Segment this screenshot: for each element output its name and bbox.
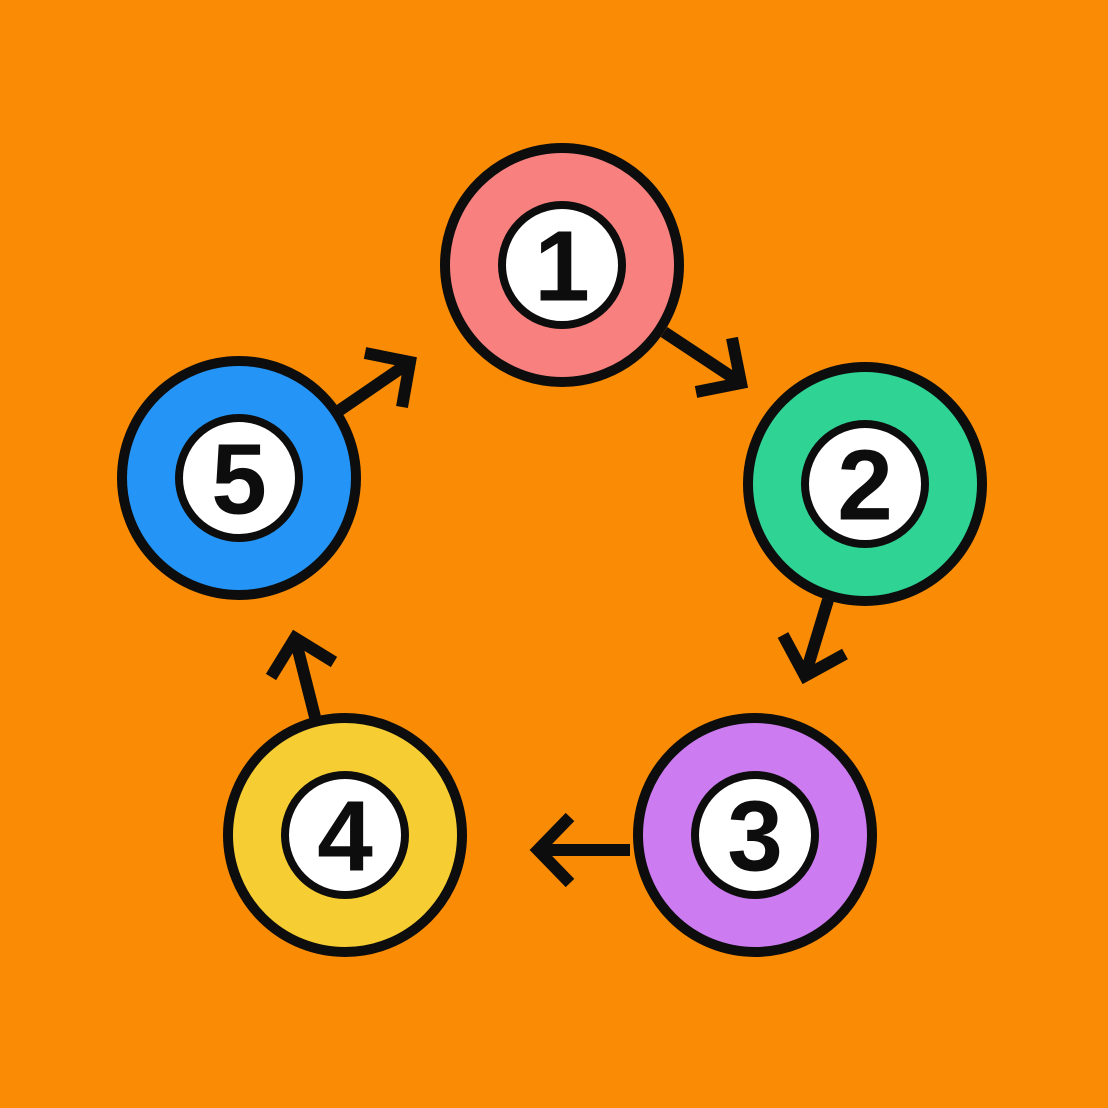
arrow-2-to-3-icon	[777, 598, 848, 685]
node-step-2: 2	[743, 362, 987, 606]
node-step-3: 3	[633, 713, 877, 957]
node-1-inner-circle	[498, 201, 626, 329]
arrow-5-to-1-icon	[336, 347, 417, 415]
arrow-3-to-4-icon	[529, 812, 630, 888]
node-step-5: 5	[117, 356, 361, 600]
node-5-inner-circle	[175, 414, 303, 542]
node-2-label: 2	[837, 430, 893, 542]
arrow-1-to-2-icon	[660, 326, 749, 398]
arrow-4-to-5-icon	[265, 629, 338, 719]
node-3-inner-circle	[691, 771, 819, 899]
node-step-4: 4	[223, 713, 467, 957]
node-1-label: 1	[534, 211, 590, 323]
edges	[265, 326, 848, 888]
node-3-label: 3	[727, 781, 783, 893]
node-2-inner-circle	[801, 420, 929, 548]
node-4-label: 4	[317, 781, 373, 893]
node-4-inner-circle	[281, 771, 409, 899]
node-5-label: 5	[211, 424, 267, 536]
node-step-1: 1	[440, 143, 684, 387]
